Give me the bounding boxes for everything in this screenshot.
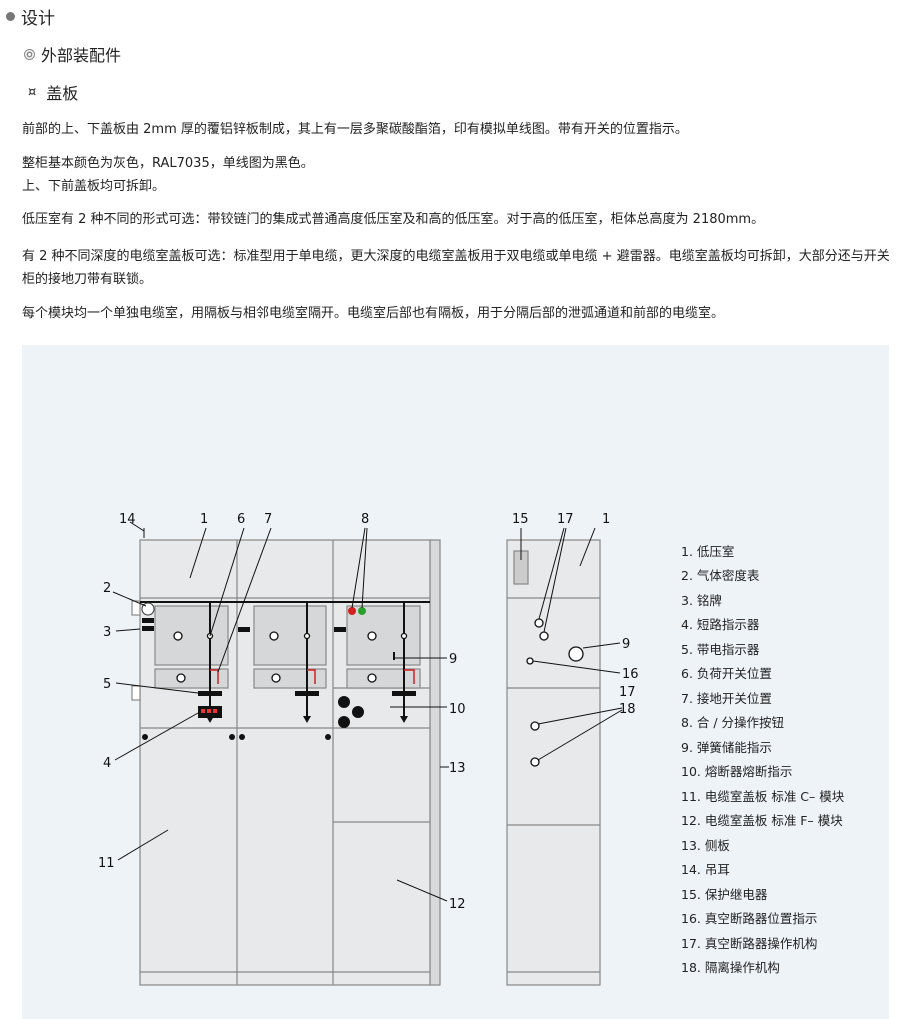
legend-item: 7. 接地开关位置 xyxy=(681,691,772,706)
single-line-mimic xyxy=(140,601,430,718)
callout-10: 10 xyxy=(449,702,466,717)
paragraph: 前部的上、下盖板由 2mm 厚的覆铝锌板制成，其上有一层多聚碳酸酯箔，印有模拟单… xyxy=(22,122,688,137)
callout-6: 6 xyxy=(237,512,245,527)
legend-item: 12. 电缆室盖板 标准 F– 模块 xyxy=(681,813,843,828)
callout-numbers: 14 1 6 7 8 2 3 5 4 9 10 13 11 12 15 17 1… xyxy=(98,512,639,912)
leader-lines xyxy=(112,521,623,902)
heading-section: 盖板 xyxy=(46,84,79,103)
callout-1: 1 xyxy=(200,512,208,527)
close-button xyxy=(348,607,356,615)
paragraph: 整柜基本颜色为灰色，RAL7035，单线图为黑色。 xyxy=(22,156,314,171)
callout-2: 2 xyxy=(103,581,111,596)
legend-item: 1. 低压室 xyxy=(681,544,734,559)
devices xyxy=(142,607,416,740)
callout-5: 5 xyxy=(103,677,111,692)
legend-item: 8. 合 / 分操作按钮 xyxy=(681,715,784,730)
callout-1-side: 1 xyxy=(602,512,610,527)
callout-8: 8 xyxy=(361,512,369,527)
callout-3: 3 xyxy=(103,625,111,640)
callout-9: 9 xyxy=(449,652,457,667)
side-view xyxy=(506,539,601,986)
legend-item: 16. 真空断路器位置指示 xyxy=(681,911,817,926)
mimic-box xyxy=(346,605,421,666)
legend-item: 9. 弹簧储能指示 xyxy=(681,740,772,755)
legend-item: 2. 气体密度表 xyxy=(681,568,760,583)
legend-item: 13. 侧板 xyxy=(681,838,730,853)
callout-13: 13 xyxy=(449,761,466,776)
front-view xyxy=(131,539,441,986)
legend-item: 5. 带电指示器 xyxy=(681,642,760,657)
bullet-ring-icon xyxy=(24,48,35,60)
heading-title: 设计 xyxy=(21,9,55,29)
legend-item: 17. 真空断路器操作机构 xyxy=(681,936,817,951)
callout-7: 7 xyxy=(264,512,272,527)
side-panel xyxy=(429,539,441,986)
paragraph: 有 2 种不同深度的电缆室盖板可选：标准型用于单电缆，更大深度的电缆室盖板用于双… xyxy=(22,249,890,287)
callout-4: 4 xyxy=(103,756,111,771)
legend-item: 10. 熔断器熔断指示 xyxy=(681,764,792,779)
legend-item: 3. 铭牌 xyxy=(681,593,722,608)
legend-item: 14. 吊耳 xyxy=(681,862,730,877)
legend: 1. 低压室 2. 气体密度表 3. 铭牌 4. 短路指示器 5. 带电指示器 … xyxy=(681,544,845,975)
callout-15: 15 xyxy=(512,512,529,527)
callout-12: 12 xyxy=(449,897,466,912)
heading-subtitle: 外部装配件 xyxy=(41,46,122,65)
open-button xyxy=(358,607,366,615)
callout-17-lower: 17 xyxy=(619,685,636,700)
callout-9-side: 9 xyxy=(622,637,630,652)
bullet-dot-icon xyxy=(6,12,15,21)
mimic-box xyxy=(253,605,327,666)
paragraph: 上、下前盖板均可拆卸。 xyxy=(22,179,166,194)
callout-16: 16 xyxy=(622,667,639,682)
bullet-square-icon: ¤ xyxy=(28,84,37,100)
legend-item: 18. 隔离操作机构 xyxy=(681,960,780,975)
callout-11: 11 xyxy=(98,856,115,871)
legend-item: 11. 电缆室盖板 标准 C– 模块 xyxy=(681,789,845,804)
legend-item: 6. 负荷开关位置 xyxy=(681,666,772,681)
legend-item: 15. 保护继电器 xyxy=(681,887,768,902)
heading-cover: ¤ 盖板 xyxy=(24,80,78,104)
heading-external-fittings: 外部装配件 xyxy=(24,42,121,66)
heading-design: 设计 xyxy=(6,4,55,29)
legend-item: 4. 短路指示器 xyxy=(681,617,760,632)
paragraph: 每个模块均一个单独电缆室，用隔板与相邻电缆室隔开。电缆室后部也有隔板，用于分隔后… xyxy=(22,306,725,321)
voltage-indicator xyxy=(198,691,222,696)
callout-17: 17 xyxy=(557,512,574,527)
paragraph: 低压室有 2 种不同的形式可选：带铰链门的集成式普通高度低压室及和高的低压室。对… xyxy=(22,212,765,227)
callout-18: 18 xyxy=(619,702,636,717)
callout-14: 14 xyxy=(119,512,136,527)
